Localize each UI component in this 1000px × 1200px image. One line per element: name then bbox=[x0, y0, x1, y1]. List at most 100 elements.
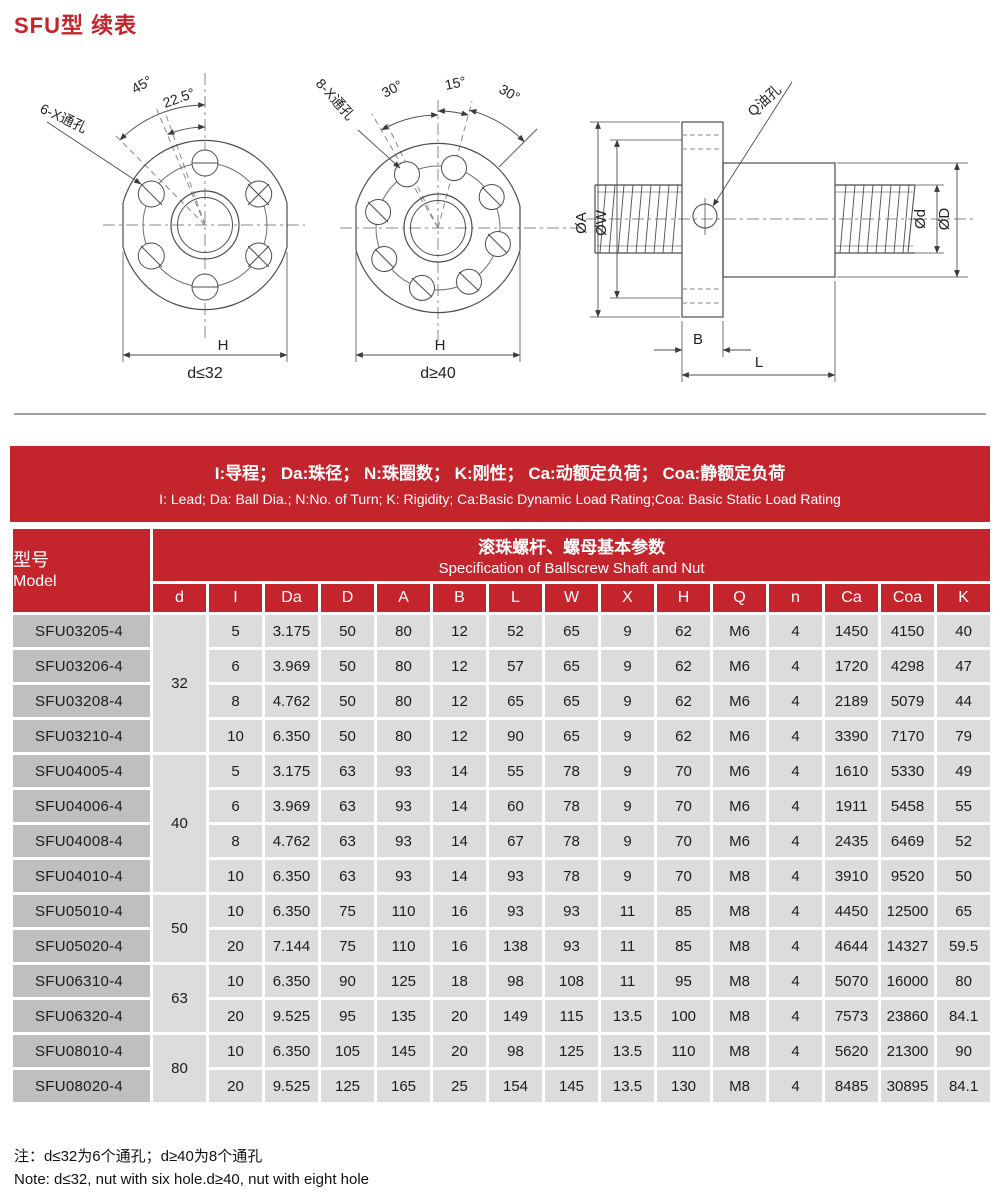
spec-table: 型号 Model 滚珠螺杆、螺母基本参数 Specification of Ba… bbox=[10, 526, 994, 1105]
section-divider bbox=[14, 413, 986, 415]
value-cell: 145 bbox=[374, 1032, 433, 1070]
col-header-d: d bbox=[150, 581, 209, 615]
value-cell: 75 bbox=[318, 892, 377, 930]
value-cell: 2435 bbox=[822, 822, 881, 860]
value-cell: 135 bbox=[374, 997, 433, 1035]
value-cell: 93 bbox=[542, 892, 601, 930]
value-cell: 63 bbox=[318, 857, 377, 895]
value-cell: 3.175 bbox=[262, 752, 321, 790]
value-cell: 5458 bbox=[878, 787, 937, 825]
diagram-front-8hole: 8-X通孔 30° 15° 30° H d≥40 bbox=[313, 73, 585, 382]
value-cell: 16 bbox=[430, 927, 489, 965]
model-cell: SFU08010-4 bbox=[10, 1032, 153, 1070]
model-header-cn: 型号 bbox=[13, 550, 50, 571]
value-cell: 4 bbox=[766, 822, 825, 860]
value-cell: 14 bbox=[430, 857, 489, 895]
value-cell: 93 bbox=[486, 892, 545, 930]
value-cell: 154 bbox=[486, 1067, 545, 1105]
value-cell: 6 bbox=[206, 647, 265, 685]
value-cell: 110 bbox=[654, 1032, 713, 1070]
value-cell: 78 bbox=[542, 822, 601, 860]
model-column-header: 型号 Model bbox=[10, 526, 153, 615]
value-cell: 4.762 bbox=[262, 682, 321, 720]
value-cell: 4 bbox=[766, 857, 825, 895]
value-cell: M6 bbox=[710, 822, 769, 860]
model-cell: SFU04008-4 bbox=[10, 822, 153, 860]
note-cn: 注：d≤32为6个通孔；d≥40为8个通孔 bbox=[14, 1148, 263, 1165]
value-cell: 70 bbox=[654, 857, 713, 895]
model-cell: SFU03210-4 bbox=[10, 717, 153, 755]
d-group-cell: 32 bbox=[150, 612, 209, 755]
value-cell: 90 bbox=[486, 717, 545, 755]
value-cell: 85 bbox=[654, 892, 713, 930]
value-cell: 4 bbox=[766, 787, 825, 825]
value-cell: 85 bbox=[654, 927, 713, 965]
value-cell: 78 bbox=[542, 787, 601, 825]
dia-w-label: ØW bbox=[593, 209, 610, 236]
d-group-cell: 63 bbox=[150, 962, 209, 1035]
col-header-X: X bbox=[598, 581, 657, 615]
model-cell: SFU08020-4 bbox=[10, 1067, 153, 1105]
value-cell: 93 bbox=[542, 927, 601, 965]
legend-text-en: I: Lead; Da: Ball Dia.; N:No. of Turn; K… bbox=[159, 491, 841, 507]
value-cell: 10 bbox=[206, 717, 265, 755]
angle-15-label: 15° bbox=[443, 73, 467, 93]
value-cell: 9 bbox=[598, 612, 657, 650]
condition-label-d32: d≤32 bbox=[187, 365, 223, 382]
value-cell: 5 bbox=[206, 752, 265, 790]
value-cell: 9.525 bbox=[262, 1067, 321, 1105]
value-cell: 98 bbox=[486, 962, 545, 1000]
value-cell: 44 bbox=[933, 682, 994, 720]
value-cell: 2189 bbox=[822, 682, 881, 720]
value-cell: 11 bbox=[598, 892, 657, 930]
footer-notes: 注：d≤32为6个通孔；d≥40为8个通孔 Note: d≤32, nut wi… bbox=[14, 1145, 369, 1191]
note-en: Note: d≤32, nut with six hole.d≥40, nut … bbox=[14, 1171, 370, 1188]
value-cell: 14 bbox=[430, 787, 489, 825]
value-cell: 80 bbox=[374, 647, 433, 685]
model-cell: SFU06320-4 bbox=[10, 997, 153, 1035]
model-cell: SFU04006-4 bbox=[10, 787, 153, 825]
model-cell: SFU04005-4 bbox=[10, 752, 153, 790]
value-cell: 11 bbox=[598, 962, 657, 1000]
value-cell: 4 bbox=[766, 927, 825, 965]
value-cell: 6.350 bbox=[262, 962, 321, 1000]
value-cell: 100 bbox=[654, 997, 713, 1035]
value-cell: 52 bbox=[933, 822, 994, 860]
value-cell: 5 bbox=[206, 612, 265, 650]
value-cell: 63 bbox=[318, 822, 377, 860]
value-cell: 125 bbox=[374, 962, 433, 1000]
value-cell: 10 bbox=[206, 892, 265, 930]
col-header-W: W bbox=[542, 581, 601, 615]
value-cell: 1610 bbox=[822, 752, 881, 790]
value-cell: 4450 bbox=[822, 892, 881, 930]
col-header-Coa: Coa bbox=[878, 581, 937, 615]
value-cell: 6469 bbox=[878, 822, 937, 860]
col-header-H: H bbox=[654, 581, 713, 615]
value-cell: 12 bbox=[430, 682, 489, 720]
value-cell: 93 bbox=[374, 752, 433, 790]
value-cell: 4 bbox=[766, 752, 825, 790]
col-header-L: L bbox=[486, 581, 545, 615]
page-title: SFU型 续表 bbox=[14, 13, 138, 38]
value-cell: 9 bbox=[598, 857, 657, 895]
value-cell: 10 bbox=[206, 1032, 265, 1070]
value-cell: 84.1 bbox=[933, 1067, 994, 1105]
value-cell: 50 bbox=[318, 717, 377, 755]
value-cell: 11 bbox=[598, 927, 657, 965]
value-cell: 40 bbox=[933, 612, 994, 650]
value-cell: M8 bbox=[710, 997, 769, 1035]
value-cell: 14 bbox=[430, 822, 489, 860]
value-cell: 65 bbox=[542, 612, 601, 650]
value-cell: 90 bbox=[933, 1032, 994, 1070]
value-cell: 6.350 bbox=[262, 1032, 321, 1070]
value-cell: 93 bbox=[374, 822, 433, 860]
value-cell: 14 bbox=[430, 752, 489, 790]
value-cell: 65 bbox=[542, 647, 601, 685]
condition-label-d40: d≥40 bbox=[420, 365, 456, 382]
value-cell: 4 bbox=[766, 997, 825, 1035]
value-cell: 93 bbox=[374, 857, 433, 895]
